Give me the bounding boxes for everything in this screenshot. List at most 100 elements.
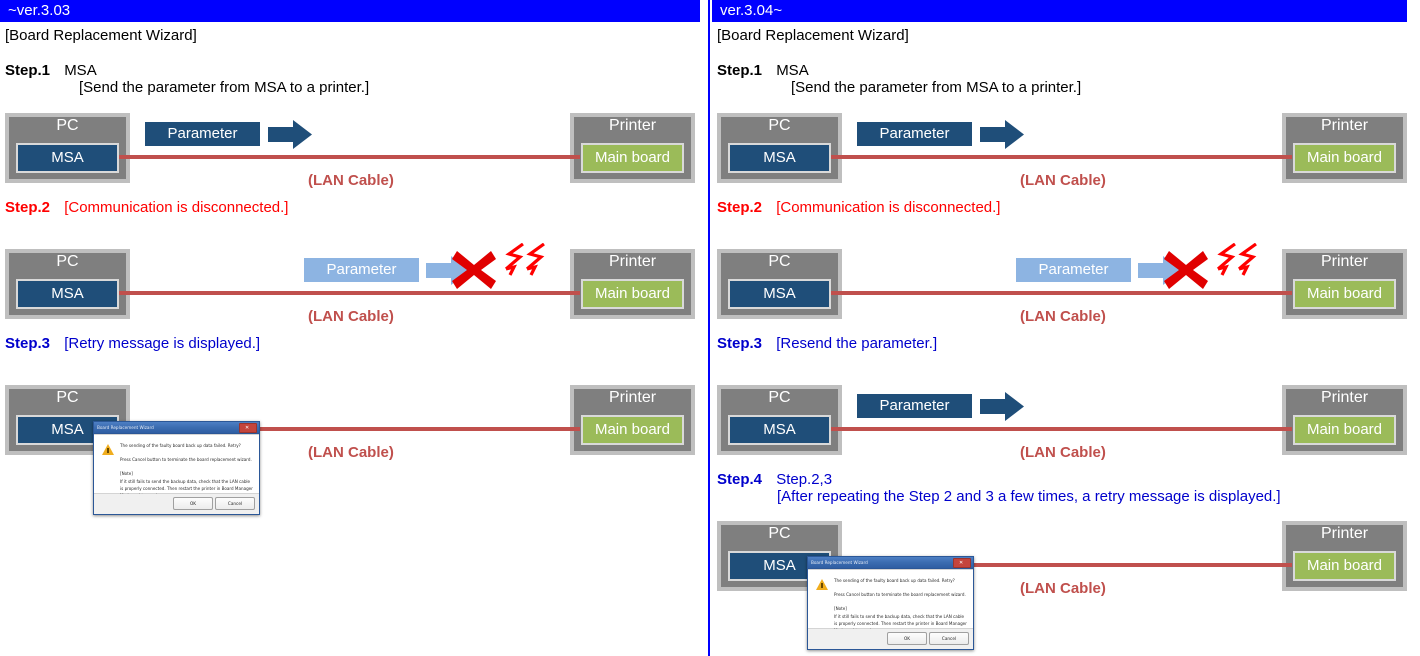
msa-box-left-1: MSA [16,143,119,173]
panel-divider [708,0,710,656]
lan-cable-label-right-3: (LAN Cable) [1020,444,1106,461]
step-2-label-right: Step.2 [717,199,763,216]
pc-device-left-1: PC MSA [5,113,130,183]
pc-caption-left-2: PC [56,253,79,270]
pc-caption-left-3: PC [56,389,79,406]
warning-icon-left [102,444,114,455]
pc-device-left-2: PC MSA [5,249,130,319]
printer-caption-left-1: Printer [608,117,657,134]
mainboard-box-right-2: Main board [1293,279,1396,309]
msa-box-right-1: MSA [728,143,831,173]
close-icon-left[interactable]: ✕ [239,423,257,433]
close-glyph-right: ✕ [959,560,964,566]
printer-caption-left-2: Printer [608,253,657,270]
lan-cable-line-left-1 [60,155,580,159]
lan-cable-label-left-2: (LAN Cable) [308,308,394,325]
dialog-title-right: Board Replacement Wizard [811,560,868,565]
parameter-flag-right-1: Parameter [857,122,972,146]
parameter-flag-left-2: Parameter [304,258,419,282]
version-header-right: ver.3.04~ [712,0,1407,22]
lan-cable-label-right-2: (LAN Cable) [1020,308,1106,325]
mainboard-box-left-3: Main board [581,415,684,445]
printer-device-right-2: Printer Main board [1282,249,1407,319]
step-4-label-right: Step.4 [717,471,763,488]
dialog-message-left: The sending of the faulty board back up … [120,442,253,499]
lan-cable-line-left-2 [60,291,580,295]
step-2-right: Step.2 [Communication is disconnected.] [717,199,1000,216]
printer-caption-right-4: Printer [1320,525,1369,542]
step-3-left: Step.3 [Retry message is displayed.] [5,335,260,352]
step-3-label-left: Step.3 [5,335,51,352]
cancel-button-right[interactable]: Cancel [929,632,969,645]
cancel-button-left[interactable]: Cancel [215,497,255,510]
step-2-text-right: [Communication is disconnected.] [776,199,1001,216]
dialog-msg1-right: The sending of the faulty board back up … [834,578,955,583]
lan-cable-line-right-2 [772,291,1292,295]
step-1-sub-left: [Send the parameter from MSA to a printe… [79,79,370,96]
mainboard-box-right-3: Main board [1293,415,1396,445]
dialog-body-left: The sending of the faulty board back up … [94,434,259,498]
disconnect-bolt-icon-right-2 [1216,243,1257,276]
step-1-text-right: MSA [776,62,809,79]
pc-caption-left-1: PC [56,117,79,134]
printer-caption-right-3: Printer [1320,389,1369,406]
ok-button-left[interactable]: OK [173,497,213,510]
printer-caption-left-3: Printer [608,389,657,406]
lan-cable-line-right-4 [772,563,1292,567]
lan-cable-label-left-1: (LAN Cable) [308,172,394,189]
step-1-label-right: Step.1 [717,62,763,79]
printer-device-right-3: Printer Main board [1282,385,1407,455]
step-4-sub-right: [After repeating the Step 2 and 3 a few … [777,488,1281,505]
parameter-flag-right-3: Parameter [857,394,972,418]
ok-button-right[interactable]: OK [887,632,927,645]
dialog-body-right: The sending of the faulty board back up … [808,569,973,633]
dialog-note-heading-right: [Note] [834,606,847,612]
pc-caption-right-1: PC [768,117,791,134]
failure-x-icon-right-2 [1164,251,1208,289]
printer-device-left-1: Printer Main board [570,113,695,183]
disconnect-bolt-icon-left-2 [504,243,545,276]
pc-device-left-3: PC MSA [5,385,130,455]
panel-ver304: ver.3.04~ [Board Replacement Wizard] Ste… [712,0,1420,656]
arrow-right-icon-right-3 [980,392,1024,421]
arrow-right-icon-right-1 [980,120,1024,149]
msa-box-right-3: MSA [728,415,831,445]
printer-caption-right-1: Printer [1320,117,1369,134]
failure-x-icon-left-2 [452,251,496,289]
dialog-msg1-left: The sending of the faulty board back up … [120,443,241,448]
pc-device-right-2: PC MSA [717,249,842,319]
step-1-right: Step.1 MSA [Send the parameter from MSA … [717,62,1081,96]
close-icon-right[interactable]: ✕ [953,558,971,568]
lan-cable-line-right-3 [772,427,1292,431]
parameter-flag-right-2: Parameter [1016,258,1131,282]
printer-device-left-3: Printer Main board [570,385,695,455]
pc-device-right-1: PC MSA [717,113,842,183]
lan-cable-label-right-4: (LAN Cable) [1020,580,1106,597]
printer-device-right-1: Printer Main board [1282,113,1407,183]
dialog-footer-left: OK Cancel [94,494,259,514]
step-1-text-left: MSA [64,62,97,79]
step-3-text-right: [Resend the parameter.] [776,335,938,352]
mainboard-box-right-1: Main board [1293,143,1396,173]
dialog-title-left: Board Replacement Wizard [97,425,154,430]
step-1-left: Step.1 MSA [Send the parameter from MSA … [5,62,369,96]
retry-dialog-right[interactable]: Board Replacement Wizard ✕ The sending o… [807,556,974,650]
step-3-right: Step.3 [Resend the parameter.] [717,335,937,352]
step-1-label-left: Step.1 [5,62,51,79]
mainboard-box-left-1: Main board [581,143,684,173]
step-1-sub-right: [Send the parameter from MSA to a printe… [791,79,1082,96]
dialog-titlebar-right[interactable]: Board Replacement Wizard ✕ [808,557,973,569]
step-4-right: Step.4 Step.2,3 [After repeating the Ste… [717,471,1281,505]
step-2-text-left: [Communication is disconnected.] [64,199,289,216]
msa-box-left-2: MSA [16,279,119,309]
close-glyph-left: ✕ [245,425,250,431]
dialog-titlebar-left[interactable]: Board Replacement Wizard ✕ [94,422,259,434]
warning-icon-right [816,579,828,590]
wizard-title-right: [Board Replacement Wizard] [717,27,909,44]
printer-device-left-2: Printer Main board [570,249,695,319]
lan-cable-label-left-3: (LAN Cable) [308,444,394,461]
pc-device-right-3: PC MSA [717,385,842,455]
retry-dialog-left[interactable]: Board Replacement Wizard ✕ The sending o… [93,421,260,515]
lan-cable-line-right-1 [772,155,1292,159]
dialog-message-right: The sending of the faulty board back up … [834,577,967,634]
